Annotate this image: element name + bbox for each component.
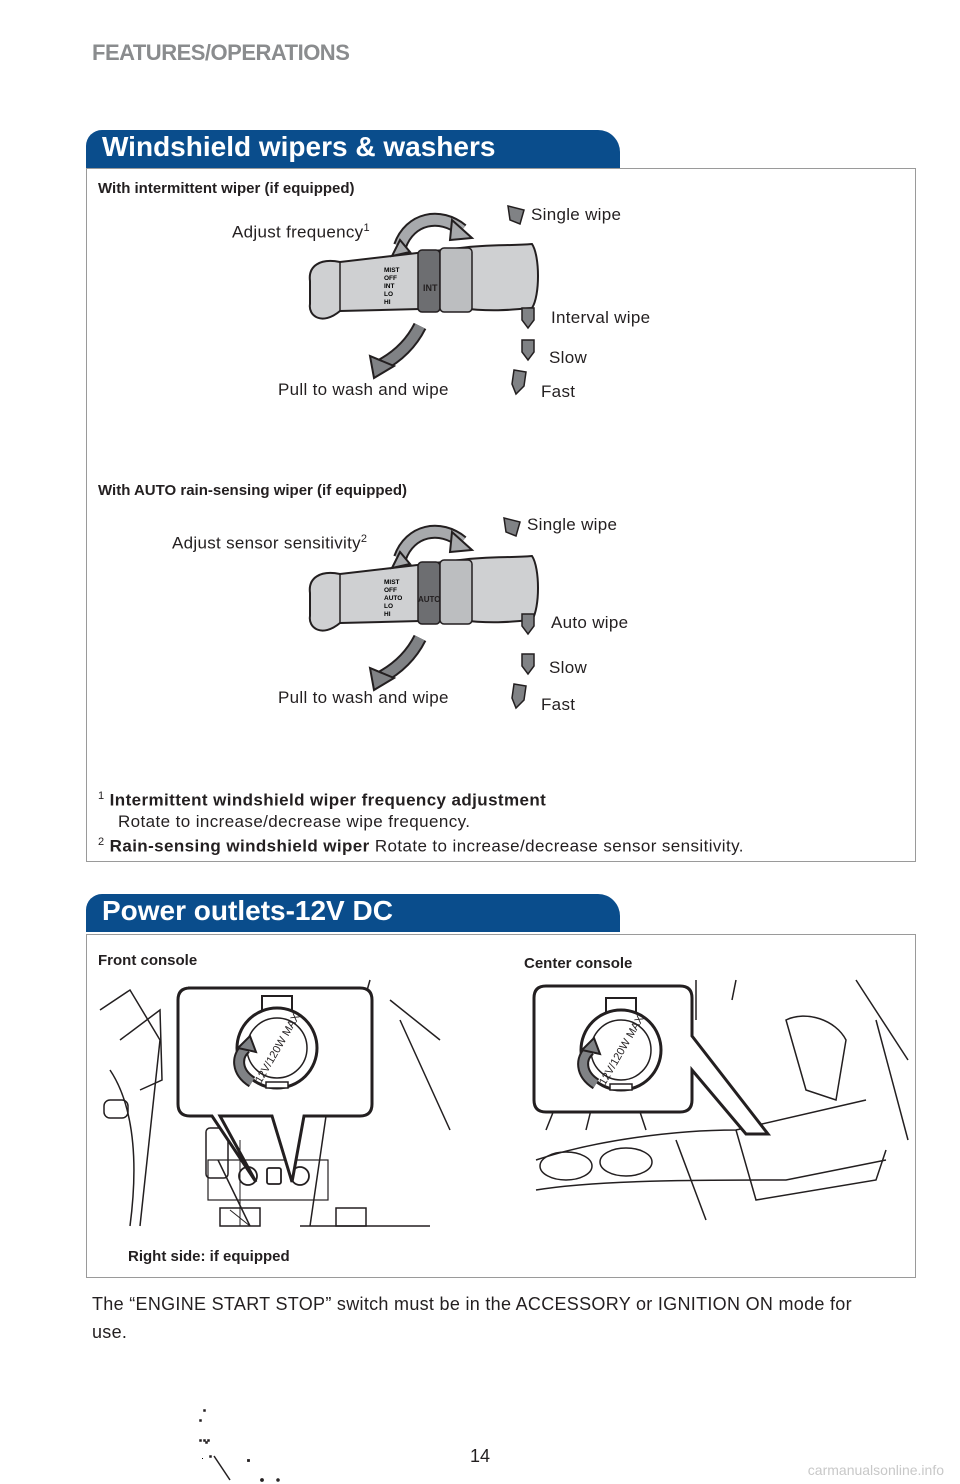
auto-wipe-label: Auto wipe (551, 613, 629, 632)
stalk-mode-label: LO (384, 603, 393, 610)
footnote-1-text: Rotate to increase/decrease wipe frequen… (118, 811, 471, 831)
single-wipe-label: Single wipe (531, 205, 622, 224)
adjust-frequency-label: Adjust frequency1 (232, 222, 370, 242)
fast-arrow-icon (511, 369, 527, 396)
stalk-mode-label: MIST (384, 267, 400, 274)
single-wipe-auto-arrow-icon (503, 517, 521, 538)
footnote-1: 1 Intermittent windshield wiper frequenc… (98, 790, 547, 810)
stalk-mode-label: OFF (384, 587, 397, 594)
center-outlet-closeup: 12V/120W MAX (577, 997, 663, 1092)
stalk-mode-label: HI (384, 299, 391, 306)
watermark: carmanualsonline.info (807, 1462, 944, 1478)
stalk-mode-label: INT (384, 283, 395, 290)
intermittent-heading: With intermittent wiper (if equipped) (98, 180, 355, 197)
front-console-label: Front console (98, 952, 198, 969)
power-panel (86, 934, 916, 1278)
slow-label: Slow (549, 348, 588, 367)
front-outlet-closeup: 12V/120W MAX (233, 995, 319, 1090)
stalk-body: AUTO (308, 554, 539, 632)
stalk-mode-label: OFF (384, 275, 397, 282)
auto-arrow-icon (521, 613, 535, 636)
fast-label: Fast (541, 382, 576, 401)
auto-heading: With AUTO rain-sensing wiper (if equippe… (98, 482, 408, 499)
pull-to-wash-label: Pull to wash and wipe (278, 380, 449, 399)
power-section-title: Power outlets-12V DC (102, 895, 393, 926)
adjust-sensitivity-label: Adjust sensor sensitivity2 (172, 533, 368, 553)
fast-auto-arrow-icon (511, 683, 527, 710)
wipers-section-tab: Windshield wipers & washers (86, 130, 620, 168)
slow-arrow-icon (521, 339, 535, 362)
footer-instruction: The “ENGINE START STOP” switch must be i… (92, 1294, 852, 1342)
single-wipe-auto-label: Single wipe (527, 515, 618, 534)
stalk-mode-label: AUTO (384, 595, 402, 602)
right-side-label: Right side: if equipped (128, 1248, 290, 1265)
power-section-tab: Power outlets-12V DC (86, 894, 620, 932)
wipers-section-title: Windshield wipers & washers (102, 131, 496, 162)
stalk-mode-label: LO (384, 291, 393, 298)
footnotes: 1 Intermittent windshield wiper frequenc… (98, 786, 908, 856)
interval-wipe-label: Interval wipe (551, 308, 651, 327)
footnote-2: 2 Rain-sensing windshield wiper Rotate t… (98, 835, 744, 856)
wipers-panel (86, 168, 916, 862)
stalk-body: INT (308, 242, 539, 320)
interval-arrow-icon (521, 307, 535, 330)
stalk-mode-label: MIST (384, 579, 400, 586)
pull-to-wash-auto-label: Pull to wash and wipe (278, 688, 449, 707)
section-header: FEATURES/OPERATIONS (92, 40, 350, 65)
page-number: 14 (469, 1446, 491, 1466)
stalk-band-text: INT (423, 283, 438, 293)
fast-auto-label: Fast (541, 695, 576, 714)
center-console-label: Center console (524, 955, 633, 972)
stalk-band-auto-text: AUTO (418, 595, 441, 604)
single-wipe-arrow-icon (507, 205, 525, 226)
front-console-illustration (99, 979, 451, 1482)
stalk-mode-label: HI (384, 611, 391, 618)
center-console-illustration (535, 979, 909, 1221)
slow-auto-arrow-icon (521, 653, 535, 676)
slow-auto-label: Slow (549, 658, 588, 677)
front-socket-row (276, 1478, 280, 1482)
